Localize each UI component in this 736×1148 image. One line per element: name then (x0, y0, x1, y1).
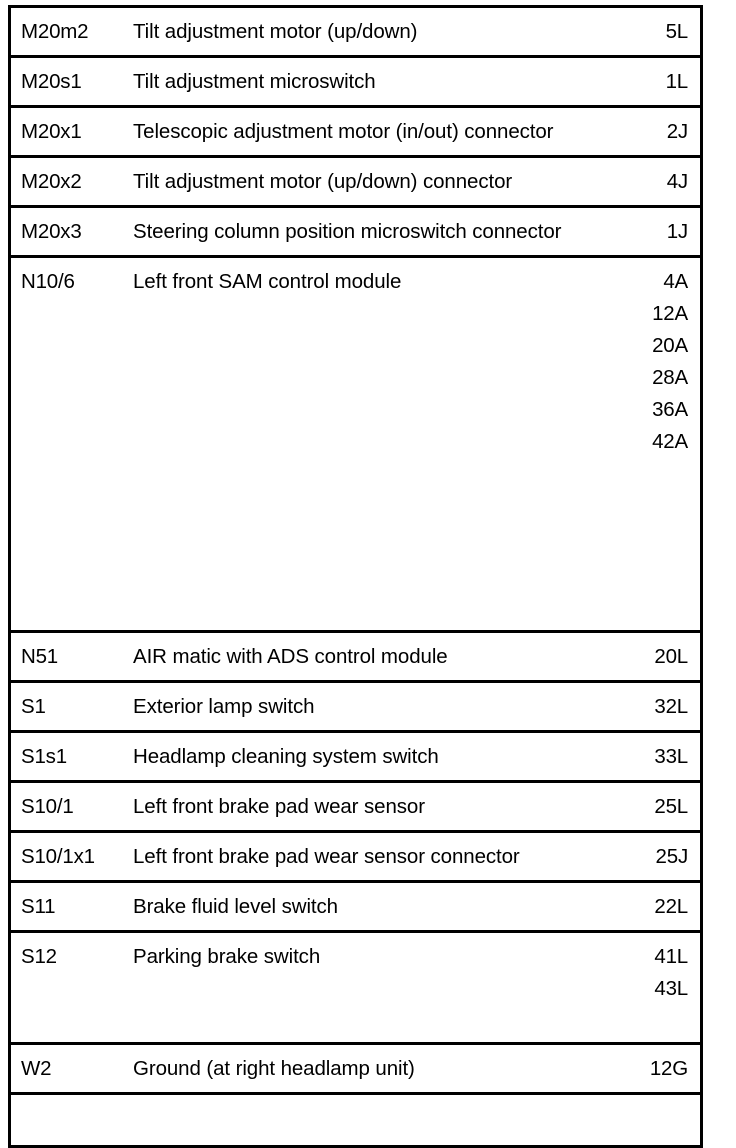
reference-locations: 1J (608, 216, 700, 248)
component-description: Ground (at right headlamp unit) (133, 1057, 415, 1080)
component-code: S10/1 (21, 795, 74, 818)
reference-locations: 41L 43L (608, 941, 700, 1005)
reference-location: 32L (654, 695, 688, 718)
component-description: Telescopic adjustment motor (in/out) con… (133, 120, 554, 143)
reference-locations: 33L (608, 741, 700, 773)
table-row: S1 Exterior lamp switch 32L (11, 683, 700, 733)
component-code: M20m2 (21, 20, 89, 43)
page-canvas: M20m2 Tilt adjustment motor (up/down) 5L… (8, 5, 703, 1148)
component-code: N10/6 (21, 270, 75, 293)
reference-location: 20A (652, 334, 688, 357)
component-index-table: M20m2 Tilt adjustment motor (up/down) 5L… (8, 5, 703, 1148)
reference-location: 5L (665, 20, 689, 43)
component-description: AIR matic with ADS control module (133, 645, 448, 668)
component-description: Parking brake switch (133, 945, 321, 968)
reference-locations: 2J (608, 116, 700, 148)
reference-locations: 22L (608, 891, 700, 923)
reference-location: 4J (666, 170, 688, 193)
reference-locations: 25L (608, 791, 700, 823)
component-code: S12 (21, 945, 57, 968)
component-code: M20x1 (21, 120, 82, 143)
reference-location: 43L (654, 977, 688, 1000)
table-row: M20m2 Tilt adjustment motor (up/down) 5L (11, 8, 700, 58)
reference-location: 2J (666, 120, 688, 143)
reference-location: 25J (655, 845, 689, 868)
component-description (133, 1095, 608, 1145)
component-description: Left front SAM control module (133, 270, 402, 293)
reference-location: 22L (654, 895, 688, 918)
component-code: S10/1x1 (21, 845, 95, 868)
reference-location: 41L (654, 945, 688, 968)
component-code: S11 (21, 895, 56, 918)
component-description: Exterior lamp switch (133, 695, 315, 718)
table-row: M20x3 Steering column position microswit… (11, 208, 700, 258)
component-description: Tilt adjustment microswitch (133, 70, 376, 93)
component-description: Headlamp cleaning system switch (133, 745, 439, 768)
table-row: S1s1 Headlamp cleaning system switch 33L (11, 733, 700, 783)
component-description: Left front brake pad wear sensor connect… (133, 845, 520, 868)
reference-location: 42A (652, 430, 688, 453)
component-code (11, 1095, 133, 1145)
reference-location: 1J (666, 220, 688, 243)
component-code: S1 (21, 695, 46, 718)
table-row-blank (11, 1095, 700, 1145)
reference-location: 12A (652, 302, 688, 325)
table-row: W2 Ground (at right headlamp unit) 12G (11, 1045, 700, 1095)
reference-location: 20L (654, 645, 688, 668)
reference-locations: 25J (608, 841, 700, 873)
table-row: N51 AIR matic with ADS control module 20… (11, 633, 700, 683)
component-code: M20s1 (21, 70, 82, 93)
component-description: Left front brake pad wear sensor (133, 795, 425, 818)
table-row: S10/1x1 Left front brake pad wear sensor… (11, 833, 700, 883)
component-code: N51 (21, 645, 59, 668)
reference-locations: 4A 12A 20A 28A 36A 42A (608, 266, 700, 458)
reference-locations: 1L (608, 66, 700, 98)
reference-location: 36A (652, 398, 688, 421)
table-row: M20s1 Tilt adjustment microswitch 1L (11, 58, 700, 108)
table-row: M20x2 Tilt adjustment motor (up/down) co… (11, 158, 700, 208)
component-description: Tilt adjustment motor (up/down) (133, 20, 418, 43)
reference-location: 1L (665, 70, 689, 93)
component-description: Tilt adjustment motor (up/down) connecto… (133, 170, 513, 193)
component-description: Steering column position microswitch con… (133, 220, 562, 243)
reference-location: 33L (654, 745, 688, 768)
reference-location: 12G (649, 1057, 688, 1080)
table-row: S11 Brake fluid level switch 22L (11, 883, 700, 933)
component-description: Brake fluid level switch (133, 895, 338, 918)
reference-locations: 4J (608, 166, 700, 198)
component-code: W2 (21, 1057, 52, 1080)
table-row: S12 Parking brake switch 41L 43L (11, 933, 700, 1045)
reference-locations: 32L (608, 691, 700, 723)
reference-locations: 5L (608, 16, 700, 48)
table-row: M20x1 Telescopic adjustment motor (in/ou… (11, 108, 700, 158)
component-code: M20x3 (21, 220, 82, 243)
reference-location: 28A (652, 366, 688, 389)
table-row: S10/1 Left front brake pad wear sensor 2… (11, 783, 700, 833)
reference-locations (608, 1095, 700, 1145)
component-code: M20x2 (21, 170, 82, 193)
component-code: S1s1 (21, 745, 67, 768)
reference-locations: 12G (608, 1053, 700, 1085)
reference-location: 25L (654, 795, 688, 818)
table-row: N10/6 Left front SAM control module 4A 1… (11, 258, 700, 633)
reference-location: 4A (663, 270, 688, 293)
reference-locations: 20L (608, 641, 700, 673)
